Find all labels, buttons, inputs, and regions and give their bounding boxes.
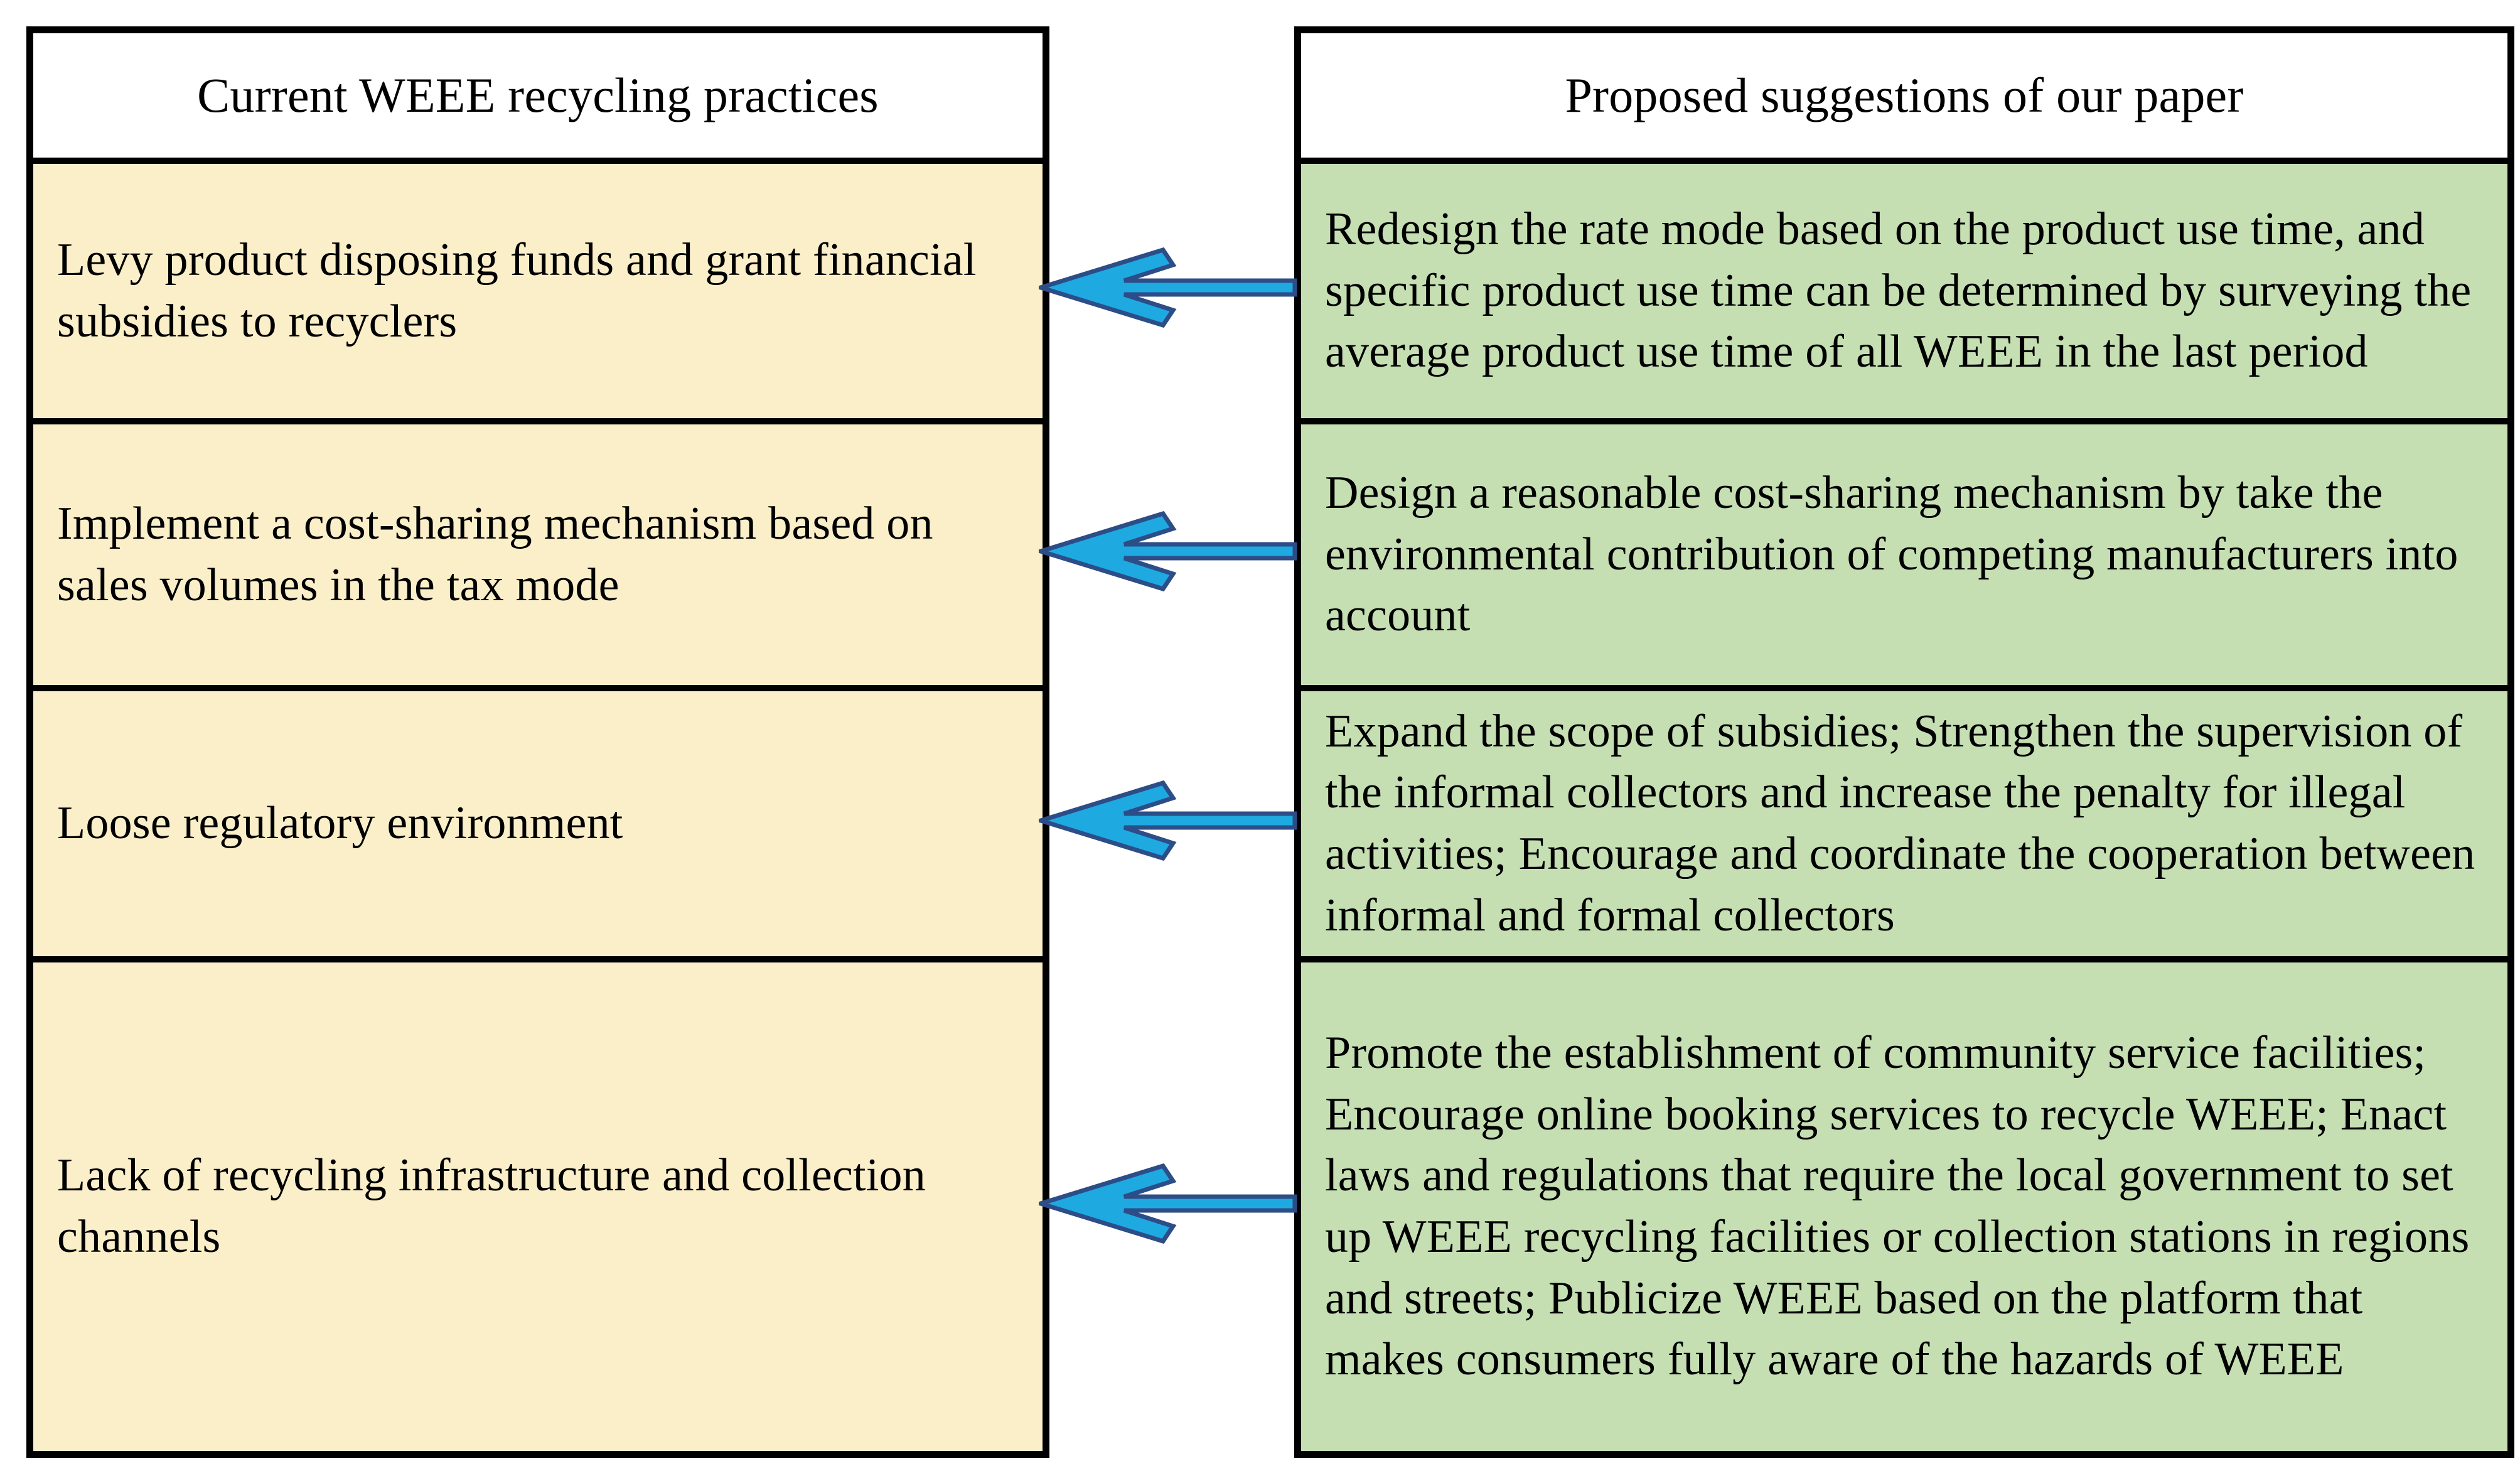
- suggestions-table: Proposed suggestions of our paper Redesi…: [1294, 26, 2514, 1458]
- practice-text: Implement a cost-sharing mechanism based…: [57, 497, 933, 611]
- suggestion-cell-3: Expand the scope of subsidies; Strengthe…: [1301, 685, 2507, 956]
- practice-cell-2: Implement a cost-sharing mechanism based…: [33, 418, 1043, 685]
- practice-text: Levy product disposing funds and grant f…: [57, 234, 977, 347]
- arrow-left-icon: [1039, 1163, 1297, 1244]
- arrow-left-icon: [1039, 780, 1297, 861]
- suggestion-text: Promote the establishment of community s…: [1325, 1027, 2470, 1386]
- current-practices-header: Current WEEE recycling practices: [33, 33, 1043, 158]
- arrow-left-icon: [1039, 510, 1297, 592]
- suggestion-text: Design a reasonable cost-sharing mechani…: [1325, 466, 2458, 642]
- suggestions-header: Proposed suggestions of our paper: [1301, 33, 2507, 158]
- suggestion-cell-1: Redesign the rate mode based on the prod…: [1301, 158, 2507, 418]
- practice-cell-3: Loose regulatory environment: [33, 685, 1043, 956]
- practice-text: Lack of recycling infrastructure and col…: [57, 1150, 926, 1263]
- suggestion-text: Redesign the rate mode based on the prod…: [1325, 203, 2472, 378]
- arrow-left-icon: [1039, 247, 1297, 328]
- practice-text: Loose regulatory environment: [57, 797, 623, 849]
- suggestion-cell-2: Design a reasonable cost-sharing mechani…: [1301, 418, 2507, 685]
- practice-cell-1: Levy product disposing funds and grant f…: [33, 158, 1043, 418]
- suggestion-text: Expand the scope of subsidies; Strengthe…: [1325, 705, 2475, 941]
- practice-cell-4: Lack of recycling infrastructure and col…: [33, 956, 1043, 1451]
- table-header-label: Proposed suggestions of our paper: [1565, 67, 2244, 122]
- table-header-label: Current WEEE recycling practices: [197, 67, 879, 122]
- suggestion-cell-4: Promote the establishment of community s…: [1301, 956, 2507, 1451]
- current-practices-table: Current WEEE recycling practices Levy pr…: [26, 26, 1049, 1458]
